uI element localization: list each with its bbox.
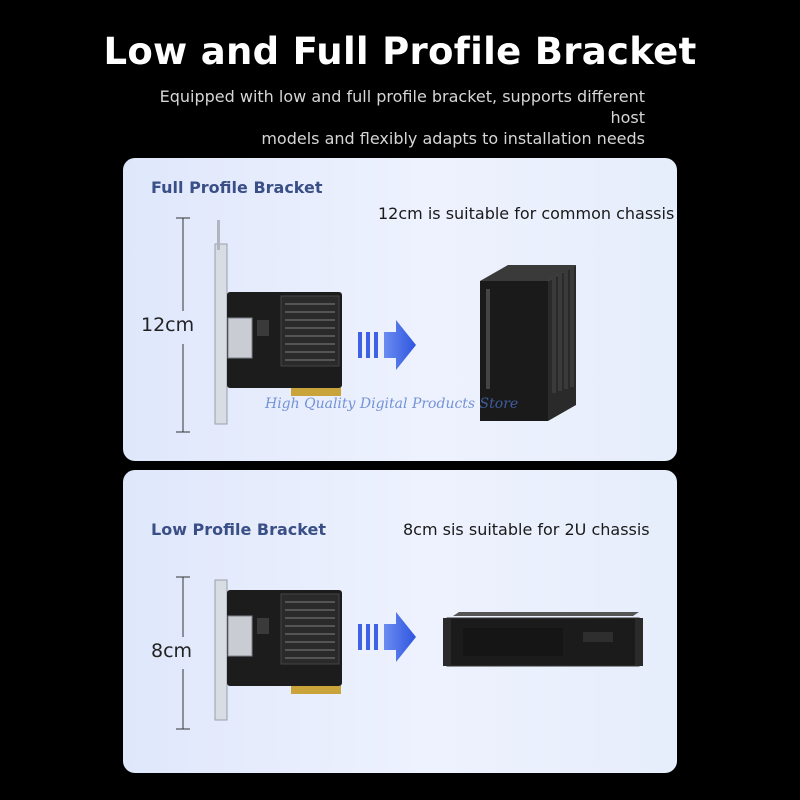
- full-profile-network-card: [214, 220, 342, 425]
- rack-chassis-image: [443, 612, 643, 667]
- full-profile-panel: Full Profile Bracket 12cm is suitable fo…: [123, 158, 677, 461]
- low-profile-network-card: [214, 579, 342, 721]
- low-profile-description: 8cm sis suitable for 2U chassis: [403, 520, 650, 539]
- full-profile-description: 12cm is suitable for common chassis: [378, 204, 675, 223]
- right-arrow-icon: [358, 320, 416, 370]
- full-profile-label: Full Profile Bracket: [151, 178, 323, 197]
- tower-chassis-image: [480, 265, 576, 421]
- low-profile-panel: Low Profile Bracket 8cm sis suitable for…: [123, 470, 677, 773]
- low-height-value: 8cm: [151, 640, 193, 662]
- low-profile-label: Low Profile Bracket: [151, 520, 326, 539]
- right-arrow-icon: [358, 612, 416, 662]
- watermark-text: High Quality Digital Products Store: [265, 396, 519, 412]
- full-height-dimension-line: [176, 217, 190, 433]
- subtitle-line-1: Equipped with low and full profile brack…: [159, 87, 645, 127]
- page-subtitle: Equipped with low and full profile brack…: [140, 86, 645, 149]
- page-title: Low and Full Profile Bracket: [103, 30, 697, 73]
- full-height-value: 12cm: [141, 314, 195, 336]
- low-height-dimension-line: [176, 576, 190, 730]
- subtitle-line-2: models and flexibly adapts to installati…: [261, 129, 645, 148]
